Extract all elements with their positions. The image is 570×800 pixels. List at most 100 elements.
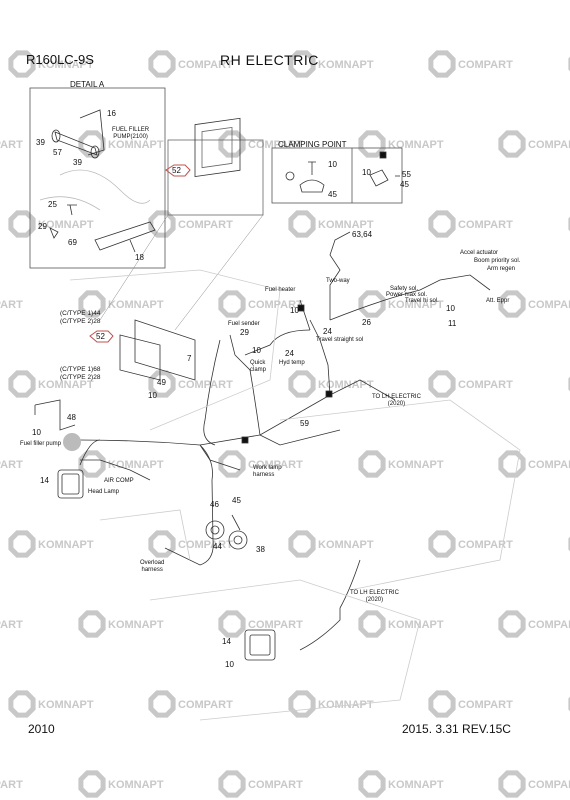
callout: 46: [210, 500, 219, 509]
watermark: COMPART: [498, 290, 570, 318]
fuel-filler-pump-label: Fuel filler pump: [20, 441, 62, 447]
callout: 24: [323, 327, 332, 336]
type-label: (C/TYPE 1)68: [60, 366, 101, 373]
watermark: KOMNAPT: [358, 290, 444, 318]
watermark: KOMNAPT: [8, 50, 94, 78]
arm-regen-label: Arm regen: [487, 266, 516, 272]
type-label: (C/TYPE 2)28: [60, 374, 101, 381]
head-lamp-label: Head Lamp: [88, 489, 120, 495]
watermark: KOMNAPT: [8, 370, 94, 398]
watermark: COMPART: [218, 450, 303, 478]
ecu-callout-highlight: [165, 164, 191, 177]
callout: 44: [213, 542, 222, 551]
power-max-sol-label: Power max sol.: [386, 292, 428, 298]
watermark: KOMNAPT: [358, 770, 444, 798]
watermark: COMPART: [148, 530, 233, 558]
callout: 39: [36, 138, 45, 147]
svg-text:KOMNAPT: KOMNAPT: [108, 619, 164, 631]
clamping-point-title: CLAMPING POINT: [278, 140, 347, 149]
watermark: KOMNAPT: [288, 530, 374, 558]
watermark: COMPART: [218, 610, 303, 638]
svg-text:KOMNAPT: KOMNAPT: [388, 619, 444, 631]
watermark: COMPART: [498, 770, 570, 798]
svg-text:KOMNAPT: KOMNAPT: [318, 699, 374, 711]
svg-text:KOMNAPT: KOMNAPT: [318, 59, 374, 71]
travel-straight-sol-label: Travel straight sol: [316, 337, 364, 343]
svg-text:KOMNAPT: KOMNAPT: [388, 779, 444, 791]
to-lh-electric-label: TO LH ELECTRIC (2020): [372, 394, 421, 407]
watermark: KOMNAPT: [78, 130, 164, 158]
watermark: KOMNAPT: [8, 210, 94, 238]
callout: 45: [232, 496, 241, 505]
svg-text:KOMNAPT: KOMNAPT: [318, 219, 374, 231]
work-lamp-harness-label: Work lamp harness: [253, 465, 282, 478]
safety-sol-label: Safety sol.: [390, 286, 419, 292]
callout: 25: [48, 200, 57, 209]
callout: 29: [38, 222, 47, 231]
main-52-callout-highlight: [89, 330, 114, 343]
watermark: KOMNAPT: [78, 290, 164, 318]
callout: 45: [400, 180, 409, 189]
callout: 10: [225, 660, 234, 669]
svg-text:KOMNAPT: KOMNAPT: [38, 59, 94, 71]
watermark: COMPART: [148, 690, 233, 718]
svg-text:KOMNAPT: KOMNAPT: [388, 459, 444, 471]
callout: 10: [290, 306, 299, 315]
model-code: R160LC-9S: [26, 52, 94, 67]
watermark: COMPART: [0, 139, 23, 151]
head-lamp-1: [57, 469, 84, 499]
watermark: KOMNAPT: [288, 210, 374, 238]
svg-text:COMPART: COMPART: [0, 139, 23, 151]
callout: 16: [107, 109, 116, 118]
callout: 24: [285, 349, 294, 358]
watermark: COMPART: [428, 690, 513, 718]
callout: 10: [252, 346, 261, 355]
clamping-point-box: [271, 147, 403, 204]
callout: 14: [222, 637, 231, 646]
callout: 14: [40, 476, 49, 485]
accel-actuator-label: Accel actuator: [460, 250, 499, 256]
horn-1: [205, 520, 225, 540]
callout: 18: [135, 253, 144, 262]
svg-text:COMPART: COMPART: [0, 619, 23, 631]
type-label: (C/TYPE 1)44: [60, 310, 101, 317]
svg-text:KOMNAPT: KOMNAPT: [108, 139, 164, 151]
head-lamp-2: [244, 629, 276, 661]
watermark: COMPART: [218, 290, 303, 318]
horn-2: [228, 530, 248, 550]
ecu-module: [194, 117, 241, 178]
watermark: COMPART: [498, 130, 570, 158]
watermark: COMPART: [0, 299, 23, 311]
callout: 38: [256, 545, 265, 554]
air-comp-label: AIR COMP: [104, 478, 134, 484]
svg-text:COMPART: COMPART: [0, 299, 23, 311]
detail-a-box: [29, 87, 166, 269]
quick-clamp-label: Quick clamp: [250, 360, 267, 373]
watermark: COMPART: [428, 210, 513, 238]
watermark: COMPART: [428, 530, 513, 558]
svg-text:COMPART: COMPART: [458, 699, 513, 711]
svg-text:KOMNAPT: KOMNAPT: [38, 379, 94, 391]
callout: 59: [300, 419, 309, 428]
watermark: KOMNAPT: [8, 530, 94, 558]
overload-harness-label: Overload harness: [140, 560, 165, 573]
type-label: (C/TYPE 2)28: [60, 318, 101, 325]
svg-text:COMPART: COMPART: [458, 539, 513, 551]
callout: 10: [362, 168, 371, 177]
svg-text:COMPART: COMPART: [178, 539, 233, 551]
watermark: KOMNAPT: [358, 450, 444, 478]
callout: 69: [68, 238, 77, 247]
watermark: COMPART: [218, 770, 303, 798]
svg-text:COMPART: COMPART: [528, 299, 570, 311]
callout: 10: [328, 160, 337, 169]
watermark: COMPART: [498, 450, 570, 478]
svg-text:COMPART: COMPART: [248, 299, 303, 311]
svg-text:KOMNAPT: KOMNAPT: [38, 539, 94, 551]
watermark: COMPART: [148, 210, 233, 238]
two-way-label: Two-way: [326, 278, 350, 284]
watermark: KOMNAPT: [8, 690, 94, 718]
ecu-inset-box: [167, 139, 264, 216]
watermark: COMPART: [428, 50, 513, 78]
callout: 7: [187, 354, 192, 363]
